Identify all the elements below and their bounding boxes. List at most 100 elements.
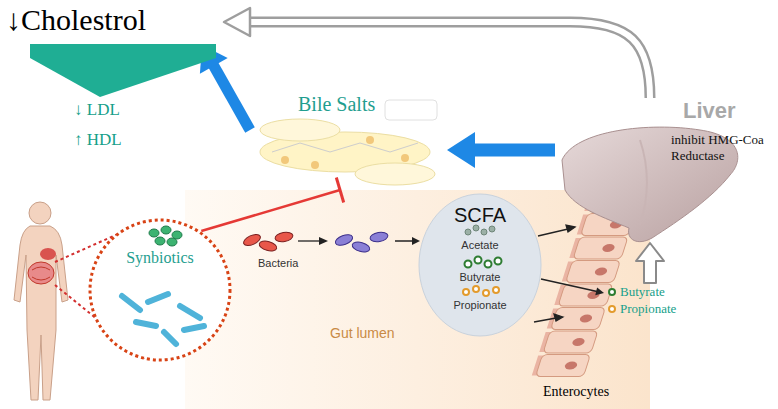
- human-figure: [14, 202, 68, 400]
- human-figure-part: [32, 267, 50, 280]
- human-figure-part: [29, 202, 51, 224]
- bile-salt-structure-part: [385, 100, 437, 120]
- enterocyte-wall-part-part: [571, 338, 586, 346]
- butyrate-dot: [475, 257, 482, 264]
- propionate-dot: [483, 290, 489, 296]
- uptake-arrows-part: [538, 229, 568, 236]
- enterocyte-wall-part: [546, 308, 605, 330]
- probiotic-cell: [161, 226, 171, 234]
- bacteria-illustration-part: [351, 240, 371, 253]
- prebiotic-rod: [184, 326, 204, 330]
- bile-salt-structure-part: [366, 136, 374, 144]
- bacteria-illustration-part: [258, 239, 278, 252]
- prebiotic-rod: [148, 294, 168, 302]
- arrow-shaft: [213, 65, 250, 130]
- hollow-arrow: [636, 243, 664, 283]
- enterocyte-wall-part: [539, 331, 598, 353]
- enterocyte-wall-part-part: [543, 331, 598, 353]
- liver-node: Liver inhibit HMG-Coa Reductase: [555, 98, 776, 242]
- dashed-circle: [90, 220, 230, 360]
- hmg-coa-note: inhibit HMG-Coa Reductase: [671, 132, 775, 165]
- arrow-head: [447, 132, 475, 168]
- human-figure-part: [14, 226, 68, 400]
- cholesterol-label: ↓Cholestrol: [6, 2, 146, 38]
- hdl-label: ↑ HDL: [74, 130, 122, 150]
- acetate-label: Acetate: [418, 239, 542, 252]
- enterocyte-wall-part: [561, 261, 620, 283]
- connector: [395, 237, 420, 245]
- bile-salts-label: Bile Salts: [298, 92, 375, 116]
- cholesterol-node: ↓Cholestrol: [4, 0, 222, 44]
- probiotic-cell: [149, 229, 159, 237]
- bacteria-illustration: [242, 231, 389, 254]
- liver-label: Liver: [683, 98, 736, 124]
- propionate-label: Propionate: [418, 299, 542, 312]
- butyrate-label: Butyrate: [620, 284, 665, 300]
- propionate-dot: [493, 287, 499, 293]
- uptake-arrows-part: [534, 318, 556, 322]
- enterocyte-wall-part-part: [558, 284, 613, 306]
- prebiotic-rod: [122, 296, 140, 310]
- enterocyte-wall-part-part: [550, 308, 605, 330]
- scfa-dot: [608, 305, 616, 313]
- probiotic-cell: [167, 238, 177, 246]
- connector: [201, 178, 343, 231]
- bile-salt-structure-part: [281, 156, 289, 164]
- enterocyte-wall-part-part: [573, 237, 628, 259]
- butyrate-dot: [495, 258, 502, 265]
- bile-salt-structure-part: [260, 119, 340, 141]
- bacteria-illustration-part: [319, 237, 328, 245]
- double-line-outer: [246, 22, 650, 98]
- bile-salt-structure-part: [355, 163, 435, 185]
- arrow-shaft: [474, 144, 555, 157]
- enterocyte-wall-part-part: [564, 362, 579, 370]
- bacteria-label: Bacteria: [258, 257, 298, 270]
- gut-lumen-label: Gut lumen: [330, 325, 395, 342]
- gut-lumen-ground: [185, 190, 650, 409]
- synbiotics-label: Synbiotics: [88, 248, 232, 267]
- acetate-dot: [481, 229, 487, 235]
- inhibition-bar: [336, 178, 343, 203]
- enterocytes-label: Enterocytes: [543, 384, 609, 401]
- bacteria-node: Bacteria: [240, 228, 395, 272]
- enterocyte-wall-part: [531, 355, 590, 377]
- butyrate-label: Butyrate: [418, 271, 542, 284]
- connector: [447, 132, 555, 168]
- absorbed-scfa-node: ButyratePropionate: [606, 284, 681, 319]
- uptake-arrows-part: [554, 314, 563, 321]
- prebiotic-rod: [180, 306, 200, 318]
- enterocyte-wall-part-part: [579, 315, 594, 323]
- arrow-head: [224, 8, 250, 36]
- synbiotics-circle-outline: [88, 218, 232, 362]
- arrow-shaft: [541, 279, 597, 291]
- propionate-label: Propionate: [620, 301, 676, 317]
- bile-salt-structure-part: [401, 154, 409, 162]
- arrow-head: [595, 287, 604, 295]
- bacteria-illustration-part: [369, 231, 388, 243]
- bile-salt-structure-part: [311, 161, 319, 169]
- connector: [636, 243, 664, 283]
- butyrate-dot: [485, 261, 492, 268]
- propionate-dot: [473, 286, 479, 292]
- bacteria-illustration-part: [334, 233, 354, 248]
- scfa-ellipse: SCFA AcetateButyratePropionate: [418, 193, 542, 337]
- bile-salt-structure-part: [272, 143, 418, 152]
- scfa-dot: [608, 288, 616, 296]
- enterocyte-wall-part: [554, 284, 613, 306]
- bacteria-illustration-part: [274, 231, 293, 243]
- scfa-ellipse-outline: [419, 194, 541, 336]
- enterocyte-wall-part-part: [535, 355, 590, 377]
- arrow-shaft: [395, 240, 413, 242]
- connector: [30, 44, 216, 97]
- liver-illustration-part: [640, 140, 647, 225]
- bacteria-illustration-part: [298, 240, 320, 241]
- scfa-label: SCFA: [418, 203, 542, 227]
- connector: [541, 279, 604, 295]
- probiotic-cell: [155, 237, 165, 245]
- connector: [224, 8, 650, 98]
- lipid-node: ↓ LDL↑ HDL: [74, 100, 126, 153]
- human-figure-part: [28, 262, 54, 284]
